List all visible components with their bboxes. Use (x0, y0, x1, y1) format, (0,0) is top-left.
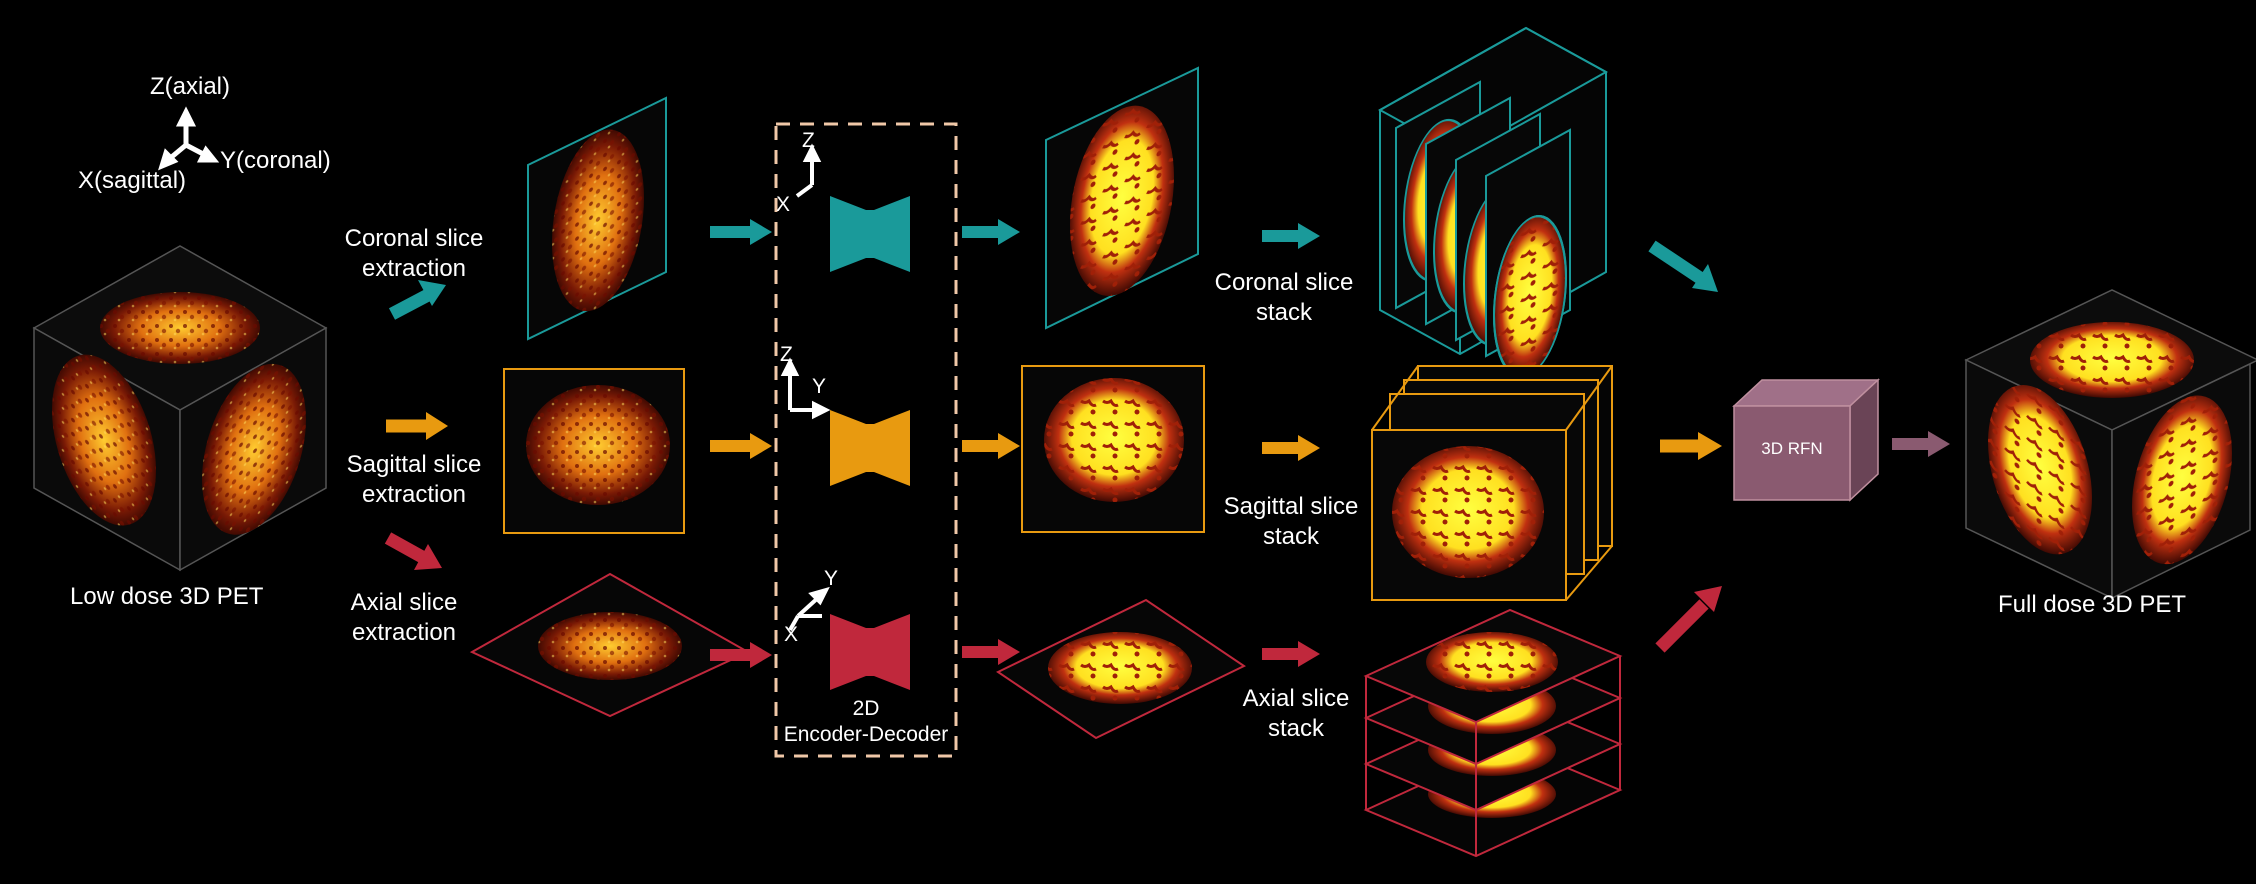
sagittal-high-slice (1021, 365, 1205, 533)
sagittal-encoder-decoder (830, 410, 910, 486)
axial-extraction-label: Axial slice extraction (334, 588, 474, 648)
axial-low-slice (469, 572, 751, 718)
coronal-extraction-line1: Coronal slice (344, 225, 484, 252)
coronal-mini-axes (795, 143, 822, 198)
coronal-out-arrow (962, 219, 1020, 245)
axial-out-arrow (962, 639, 1020, 665)
axial-mini-y: Y (824, 567, 839, 590)
axial-extraction-line1: Axial slice (350, 589, 458, 616)
sagittal-mini-axes (780, 357, 831, 420)
sagittal-extraction-label: Sagittal slice extraction (334, 450, 494, 510)
axial-mini-axes (788, 586, 830, 631)
encoder-decoder-label: 2D Encoder-Decoder (776, 696, 956, 748)
axial-extraction-arrow (384, 532, 442, 570)
axial-stack-line1: Axial slice (1242, 685, 1350, 712)
sagittal-mini-z: Z (780, 343, 793, 366)
axis-label-z: Z(axial) (150, 73, 231, 100)
coronal-high-slice (1045, 66, 1199, 330)
coronal-low-slice (527, 96, 667, 341)
rfn-cube (1732, 378, 1880, 502)
axis-legend (158, 106, 220, 171)
axis-label-y: Y(coronal) (220, 147, 331, 174)
output-label: Full dose 3D PET (1998, 591, 2187, 618)
coronal-stack-label: Coronal slice stack (1204, 268, 1364, 328)
rfn-to-output-arrow (1892, 431, 1950, 457)
axial-stack-line2: stack (1267, 715, 1324, 742)
axial-encoder-decoder (830, 614, 910, 690)
sagittal-stack-line1: Sagittal slice (1223, 493, 1359, 520)
coronal-encoder-decoder (830, 196, 910, 272)
coronal-extraction-line2: extraction (361, 255, 467, 282)
coronal-stack-arrow (1262, 223, 1320, 249)
axial-to-rfn-arrow (1655, 586, 1722, 653)
sagittal-low-slice (503, 368, 685, 534)
axial-extraction-line2: extraction (351, 619, 457, 646)
sagittal-in-arrow (710, 433, 772, 459)
coronal-mini-z: Z (802, 129, 815, 152)
encoder-decoder-box (774, 122, 958, 758)
axial-stack (1363, 608, 1623, 858)
sagittal-mini-y: Y (812, 375, 827, 398)
coronal-in-arrow (710, 219, 772, 245)
coronal-stack-line1: Coronal slice (1214, 269, 1354, 296)
axial-stack-label: Axial slice stack (1226, 684, 1366, 744)
sagittal-stack-label: Sagittal slice stack (1208, 492, 1374, 552)
low-dose-cube (32, 245, 328, 572)
sagittal-stack-line2: stack (1262, 523, 1319, 550)
coronal-extraction-label: Coronal slice extraction (334, 224, 494, 284)
sagittal-stack (1371, 365, 1613, 601)
full-dose-cube (1964, 289, 2256, 600)
sagittal-extraction-arrow (386, 412, 448, 440)
rfn-label: 3D RFN (1761, 439, 1823, 458)
axial-high-slice (996, 598, 1246, 740)
axial-stack-arrow (1262, 641, 1320, 667)
sagittal-stack-arrow (1262, 435, 1320, 461)
axial-in-arrow (710, 642, 772, 668)
sagittal-extraction-line2: extraction (361, 481, 467, 508)
coronal-stack-line2: stack (1255, 299, 1312, 326)
sagittal-to-rfn-arrow (1660, 432, 1722, 460)
sagittal-extraction-line1: Sagittal slice (346, 451, 482, 478)
axis-label-x: X(sagittal) (78, 167, 187, 194)
axial-mini-x: X (784, 623, 799, 646)
coronal-extraction-arrow (388, 280, 446, 320)
input-label: Low dose 3D PET (70, 583, 264, 610)
coronal-stack (1377, 26, 1609, 378)
coronal-mini-x: X (776, 193, 791, 216)
encoder-decoder-line2: Encoder-Decoder (783, 723, 949, 746)
coronal-to-rfn-arrow (1648, 240, 1718, 292)
encoder-decoder-line1: 2D (852, 697, 880, 720)
sagittal-out-arrow (962, 433, 1020, 459)
